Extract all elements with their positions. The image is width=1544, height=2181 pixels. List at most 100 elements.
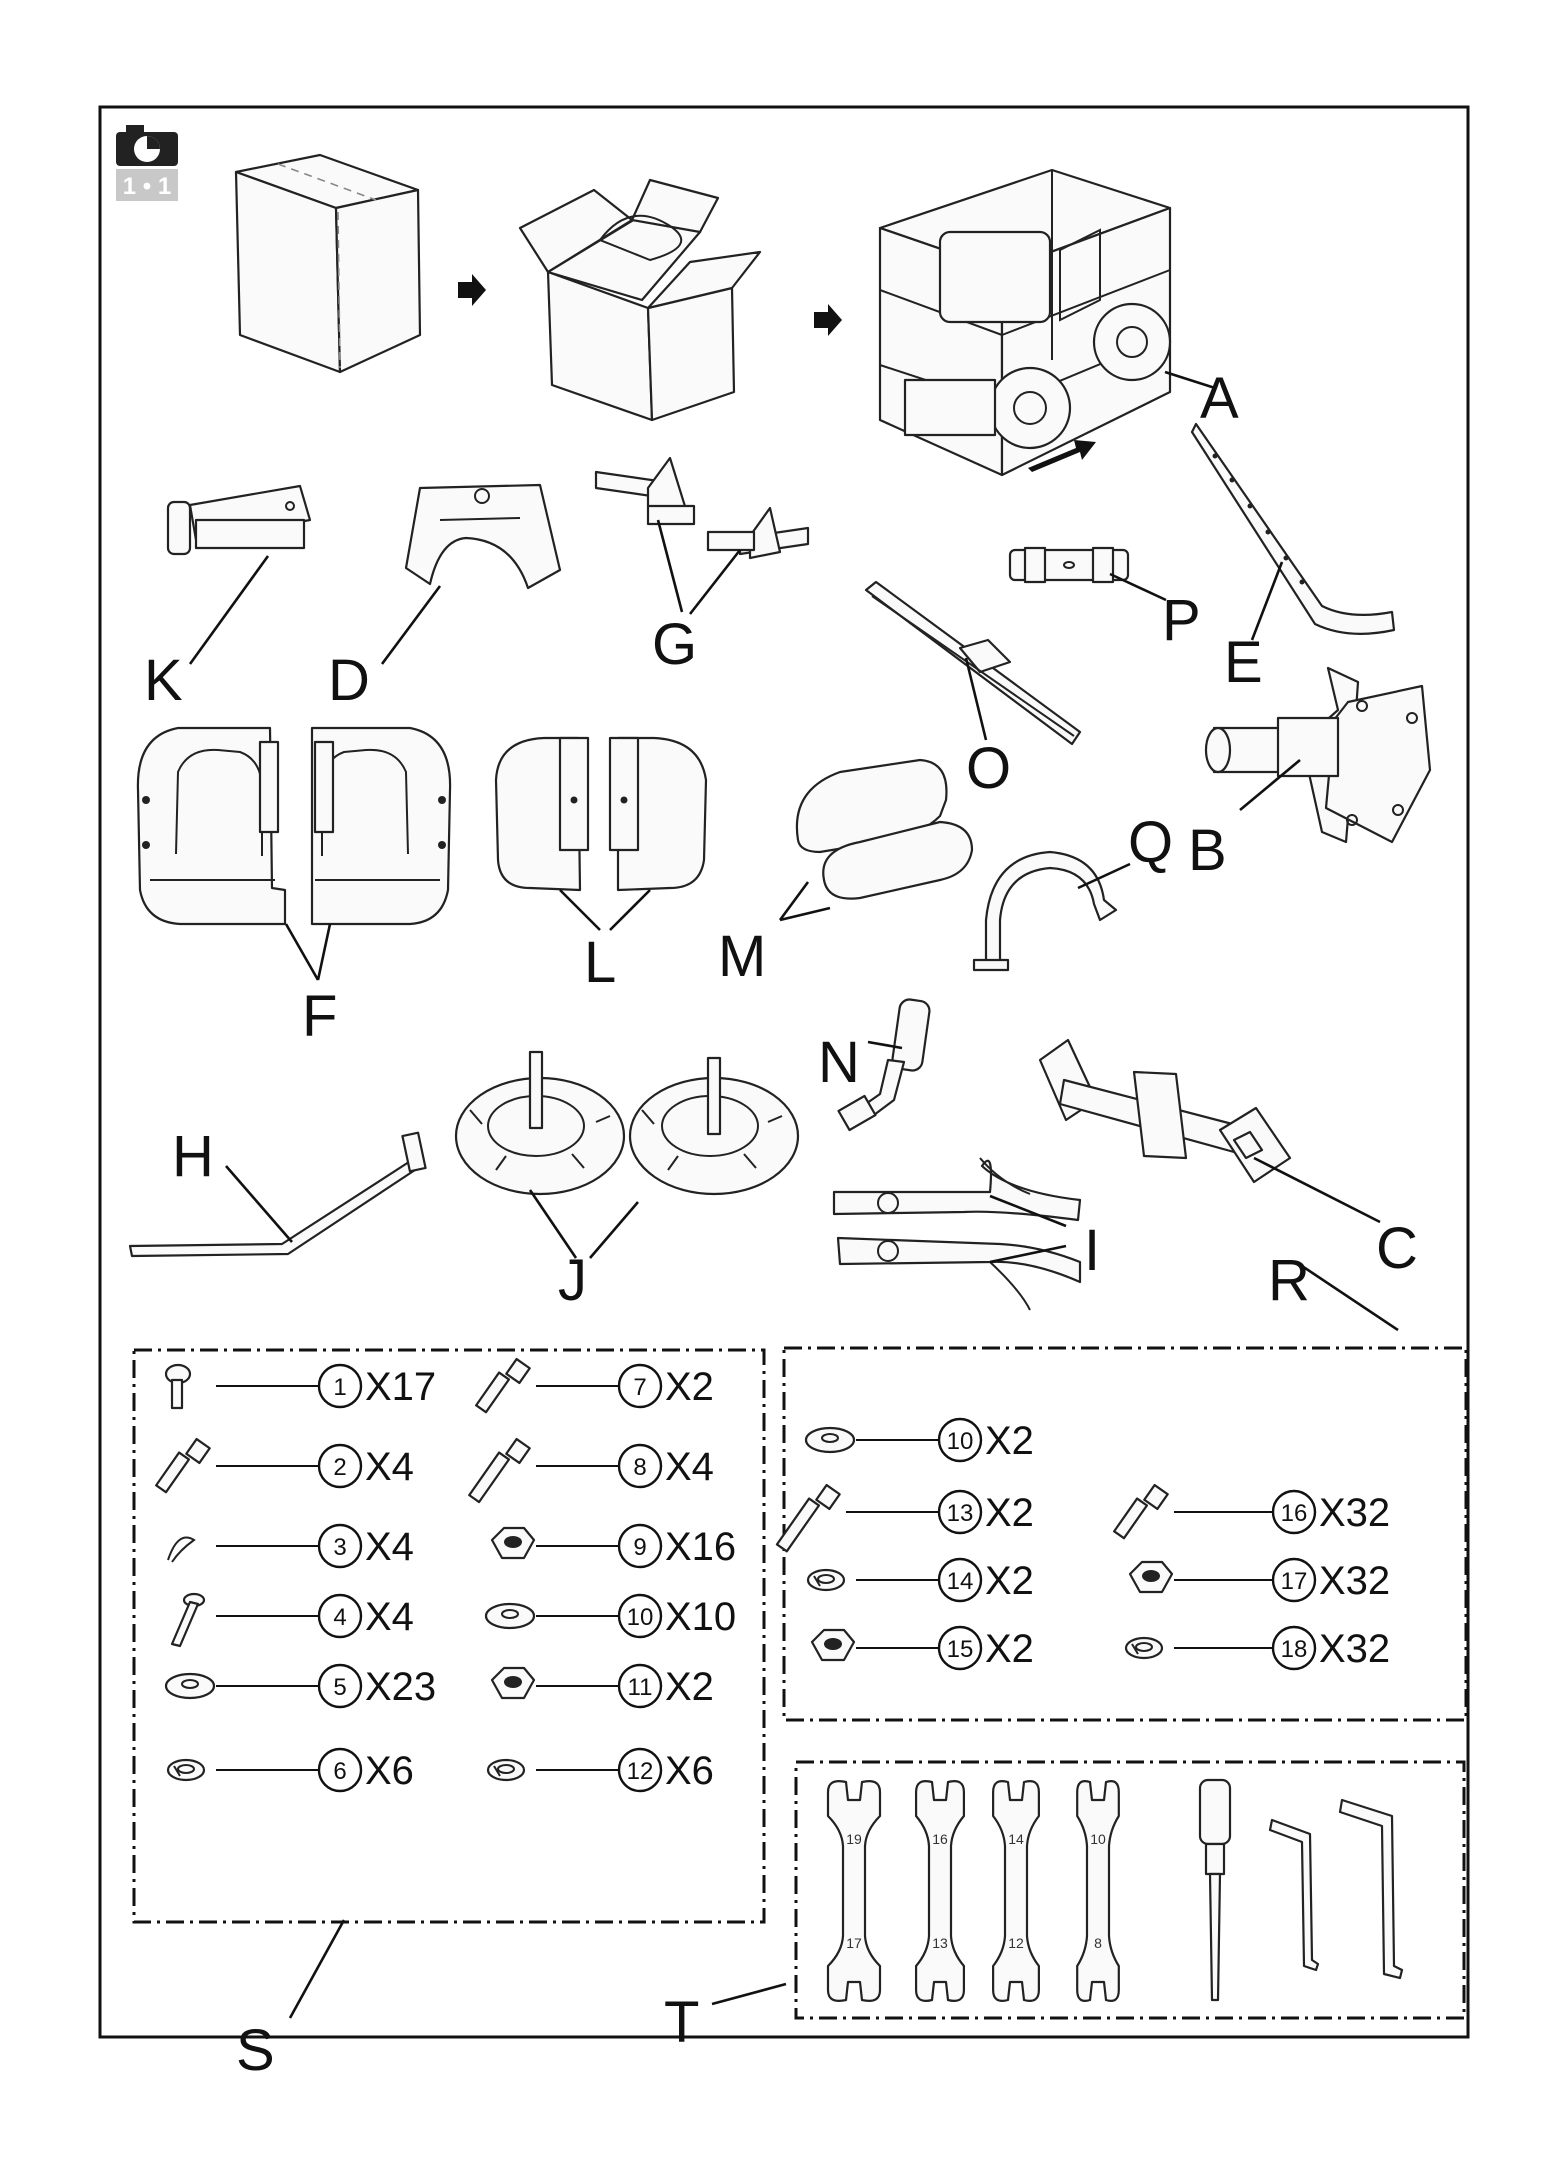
shipping-crate [880,170,1170,475]
r-clip-pin-icon [168,1538,194,1563]
partial-thread-bolt-icon [777,1485,840,1551]
item-quantity: X2 [985,1419,1034,1463]
part-F [138,728,450,924]
lock-nut-icon [1130,1562,1172,1592]
arrow-right-icon [814,304,842,336]
part-K [168,486,310,554]
flat-washer-icon [166,1674,214,1698]
part-label-O: O [966,736,1011,801]
item-quantity: X32 [1319,1491,1390,1535]
item-quantity: X2 [985,1627,1034,1671]
hex-key-large-icon [1340,1800,1402,1978]
flat-washer-icon [806,1428,854,1452]
part-label-A: A [1200,366,1239,431]
part-label-K: K [144,648,183,713]
page-frame [100,107,1468,2037]
hardware-item-10: 10 X2 [806,1419,1034,1463]
clevis-pin-icon [172,1594,204,1646]
part-label-H: H [172,1124,214,1189]
item-quantity: X4 [665,1445,714,1489]
part-label-C: C [1376,1216,1418,1281]
item-number: 2 [333,1454,346,1481]
item-number: 3 [333,1534,346,1561]
wrench-size-bottom: 12 [1008,1935,1024,1951]
hardware-item-10: 10 X10 [486,1595,736,1639]
item-number: 17 [1281,1568,1308,1595]
item-quantity: X17 [365,1365,436,1409]
screwdriver-icon [1200,1780,1230,2000]
item-quantity: X6 [365,1749,414,1793]
part-M [797,760,972,899]
item-number: 1 [333,1374,346,1401]
part-label-I: I [1084,1218,1100,1283]
part-G [596,458,808,558]
item-number: 12 [627,1758,654,1785]
part-C [1040,1040,1290,1182]
part-label-B: B [1188,818,1227,883]
part-label-S: S [236,2018,275,2083]
part-label-Q: Q [1128,810,1173,875]
hardware-item-17: 17 X32 [1130,1559,1390,1603]
tools-group-T [796,1762,1464,2018]
open-end-wrench-icon: 14 12 [993,1781,1039,2001]
part-L [496,738,706,890]
item-number: 13 [947,1500,974,1527]
part-label-L: L [584,930,616,995]
flat-washer-icon [486,1604,534,1628]
item-quantity: X32 [1319,1559,1390,1603]
hardware-item-6: 6 X6 [168,1749,414,1793]
wrench-size-bottom: 17 [846,1935,862,1951]
wrench-size-top: 10 [1090,1831,1106,1847]
hardware-item-11: 11 X2 [492,1665,714,1709]
wrench-size-top: 16 [932,1831,948,1847]
open-box [520,180,760,420]
part-J [456,1052,798,1194]
hardware-item-13: 13 X2 [777,1485,1034,1551]
flange-nut-icon [812,1630,854,1660]
item-number: 15 [947,1636,974,1663]
part-label-E: E [1224,630,1263,695]
button-head-screw-icon [166,1365,190,1408]
part-D [406,485,560,588]
hardware-item-1: 1 X17 [166,1365,436,1409]
part-label-G: G [652,612,697,677]
spring-washer-icon [488,1760,524,1780]
item-quantity: X2 [985,1491,1034,1535]
item-quantity: X32 [1319,1627,1390,1671]
item-number: 10 [947,1428,974,1455]
item-quantity: X10 [665,1595,736,1639]
wrench-size-top: 14 [1008,1831,1024,1847]
part-E [1192,424,1394,634]
item-number: 6 [333,1758,346,1785]
item-quantity: X4 [365,1595,414,1639]
item-number: 10 [627,1604,654,1631]
wrench-size-bottom: 13 [932,1935,948,1951]
flange-bolt-icon [156,1439,210,1492]
item-quantity: X4 [365,1525,414,1569]
hex-bolt-icon [476,1359,530,1412]
part-Q [974,852,1116,970]
hex-bolt-icon [1114,1485,1168,1538]
item-number: 18 [1281,1636,1308,1663]
part-P [1010,548,1128,582]
item-number: 7 [633,1374,646,1401]
hardware-list-S: 1X172X43X44X45X236X67X28X49X1610X1011X21… [156,1359,736,1793]
item-number: 9 [633,1534,646,1561]
hex-bolt-long-icon [469,1439,529,1502]
hardware-item-18: 18 X32 [1126,1627,1390,1671]
spring-washer-icon [808,1570,844,1590]
item-number: 11 [628,1674,653,1701]
item-number: 14 [947,1568,974,1595]
item-quantity: X2 [665,1365,714,1409]
hardware-item-16: 16X32 [1114,1485,1390,1538]
hardware-item-7: 7 X2 [476,1359,714,1412]
item-quantity: X2 [665,1665,714,1709]
open-end-wrench-icon: 108 [1077,1781,1119,2001]
part-label-J: J [558,1248,587,1313]
hex-key-small-icon [1270,1820,1318,1970]
